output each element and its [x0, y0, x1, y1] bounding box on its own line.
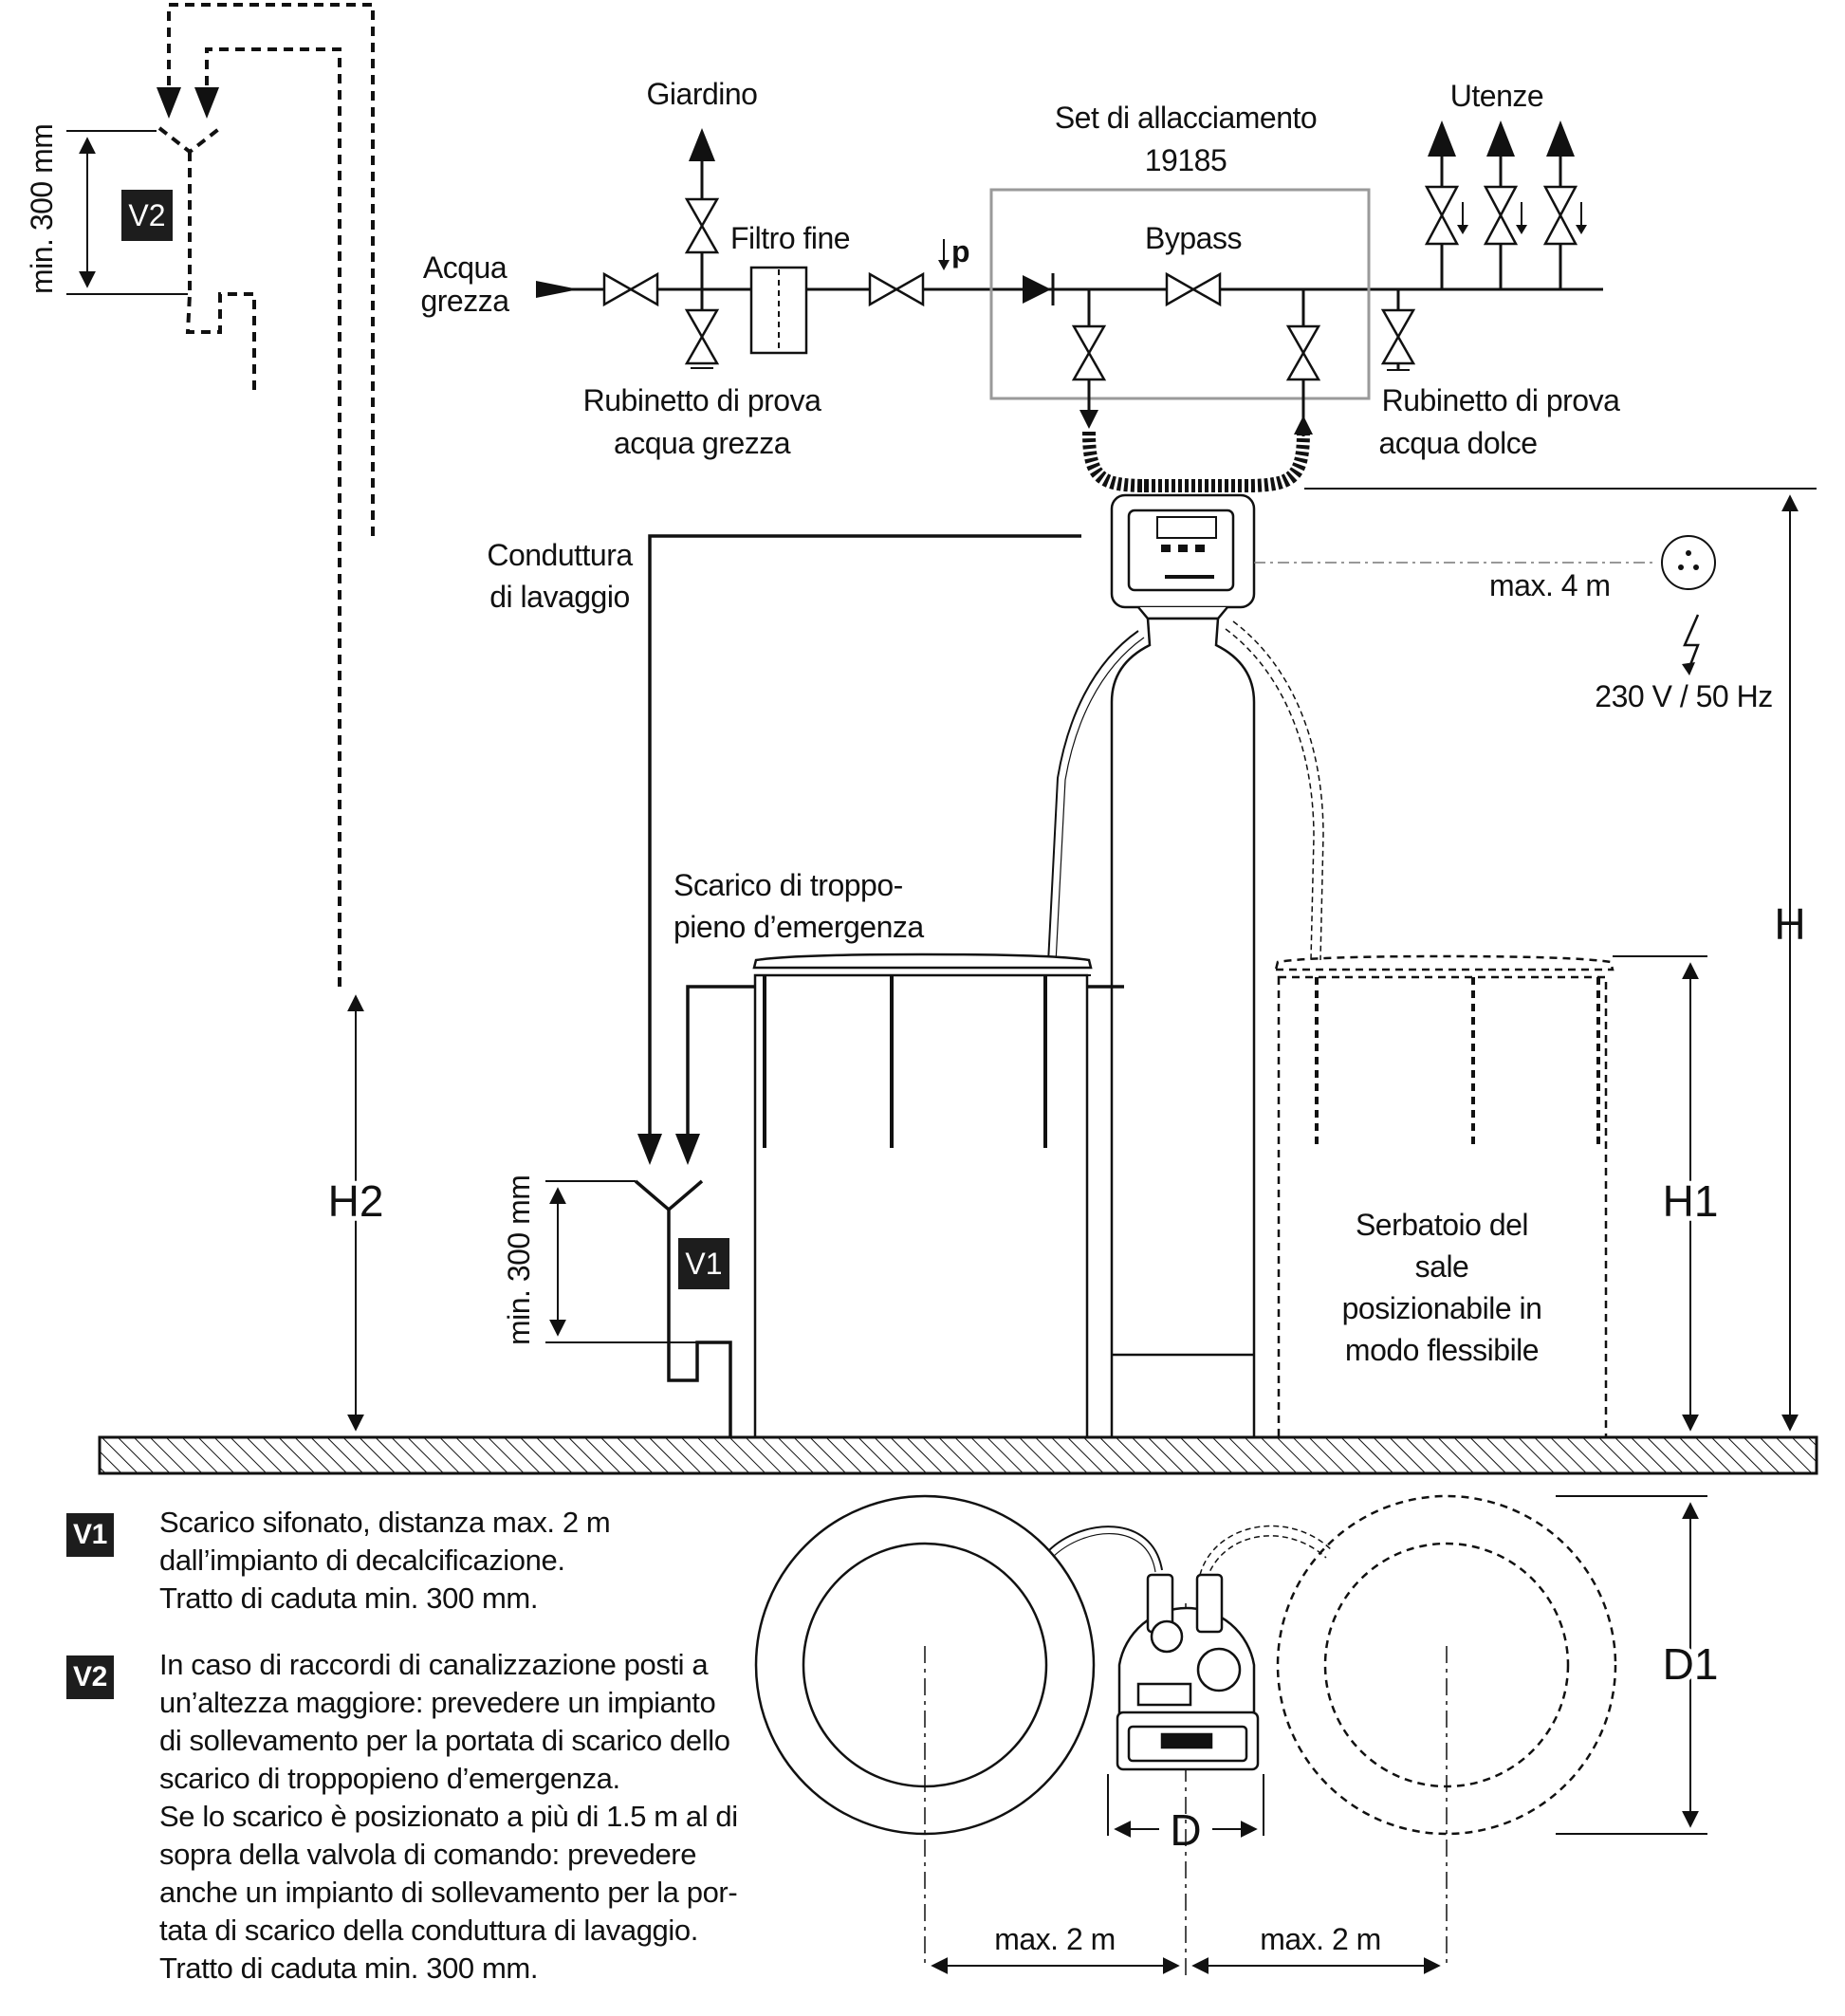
rub-grezza-label-2: acqua grezza [614, 426, 791, 460]
power-label: 230 V / 50 Hz [1595, 679, 1772, 713]
condottura-label-2: di lavaggio [489, 580, 630, 614]
min300-bottom-label: min. 300 mm [502, 1175, 536, 1345]
v1-badge-label: V1 [685, 1247, 722, 1281]
note-v2-badge: V2 [66, 1655, 114, 1699]
min300-top-label: min. 300 mm [25, 124, 59, 294]
utenza-tap-1 [1425, 119, 1470, 291]
v2-arrow-right [194, 87, 219, 119]
d1-dimension [1556, 1495, 1707, 1835]
bypass-label: Bypass [1145, 221, 1242, 255]
acqua-grezza-label-2: grezza [420, 284, 509, 318]
d-dimension [1107, 1774, 1264, 1838]
condottura-label-1: Conduttura [487, 538, 633, 572]
serbatoio-label-2: sale [1415, 1249, 1469, 1284]
serbatoio-label-3: posizionabile in [1342, 1291, 1542, 1325]
check-valve [1023, 275, 1051, 304]
max-4m-label: max. 4 m [1489, 568, 1611, 602]
raw-test-tap-valve [685, 308, 719, 365]
flex-hose-inlet [1082, 431, 1149, 492]
max2m-right-label: max. 2 m [1260, 1922, 1381, 1956]
power-bolt-icon [1683, 614, 1700, 671]
fine-filter [749, 266, 808, 355]
notes-section: V1 Scarico sifonato, distanza max. 2 m d… [66, 1504, 768, 2016]
softener-column [1110, 617, 1256, 1439]
set-title-label-2: 19185 [1145, 143, 1227, 177]
serbatoio-label-4: modo flessibile [1345, 1333, 1539, 1367]
giardino-valve [685, 197, 719, 254]
inlet-shutoff-valve [602, 272, 659, 306]
giardino-arrow [689, 128, 715, 161]
v2-drain-detail [157, 3, 375, 987]
giardino-label: Giardino [647, 77, 758, 111]
power-socket [1661, 535, 1716, 590]
v1-siphon [634, 1179, 732, 1437]
rub-dolce-label-1: Rubinetto di prova [1382, 383, 1620, 417]
floor-hatching [98, 1435, 1818, 1475]
pressure-reducer-valve [868, 272, 925, 306]
note-v2-text: In caso di raccordi di canalizzazione po… [159, 1648, 738, 1985]
bypass-valve [1165, 272, 1222, 306]
h1-label: H1 [1663, 1176, 1719, 1226]
utenze-label: Utenze [1450, 79, 1543, 113]
connection-set-box [989, 188, 1371, 400]
v2-badge [121, 190, 173, 241]
note-v1-text: Scarico sifonato, distanza max. 2 m dall… [159, 1506, 611, 1615]
left-brine-tank [752, 953, 1093, 1439]
serbatoio-label-1: Serbatoio del [1356, 1208, 1528, 1242]
max2m-left-label: max. 2 m [994, 1922, 1116, 1956]
note-v1-badge: V1 [66, 1513, 114, 1557]
v2-arrow-left [157, 87, 181, 119]
utenza-tap-2 [1484, 119, 1529, 291]
v2-min300-dimension [66, 130, 188, 295]
h-label: H [1774, 899, 1805, 949]
troppo-label-2: pieno d’emergenza [673, 910, 924, 944]
v2-badge-label: V2 [128, 198, 165, 232]
note-v2: V2 In caso di raccordi di canalizzazione… [66, 1646, 768, 1988]
h-dimension [1304, 488, 1817, 1432]
acqua-grezza-label-1: Acqua [423, 250, 507, 285]
d-label: D [1170, 1805, 1201, 1855]
troppo-label-1: Scarico di troppo- [673, 868, 903, 902]
soft-test-tap-valve [1381, 308, 1415, 365]
control-valve-head [1110, 493, 1256, 620]
v1-badge [678, 1238, 729, 1289]
set-inlet-valve [1072, 324, 1106, 381]
right-brine-tank [1274, 954, 1614, 1439]
h2-label: H2 [328, 1176, 384, 1226]
note-v1: V1 Scarico sifonato, distanza max. 2 m d… [66, 1504, 768, 1618]
d1-label: D1 [1663, 1639, 1719, 1689]
v1-min300-dimension [545, 1180, 697, 1343]
rub-grezza-label-1: Rubinetto di prova [583, 383, 821, 417]
filtro-fine-label: Filtro fine [730, 221, 850, 255]
top-view-softener [1116, 1573, 1260, 1771]
utenza-tap-3 [1543, 119, 1589, 291]
h1-dimension [1613, 955, 1707, 1432]
flex-hose-outlet [1244, 431, 1310, 492]
set-title-label-1: Set di allacciamento [1055, 101, 1317, 135]
set-outlet-valve [1286, 324, 1320, 381]
pressure-label: p [951, 234, 969, 268]
rub-dolce-label-2: acqua dolce [1378, 426, 1537, 460]
